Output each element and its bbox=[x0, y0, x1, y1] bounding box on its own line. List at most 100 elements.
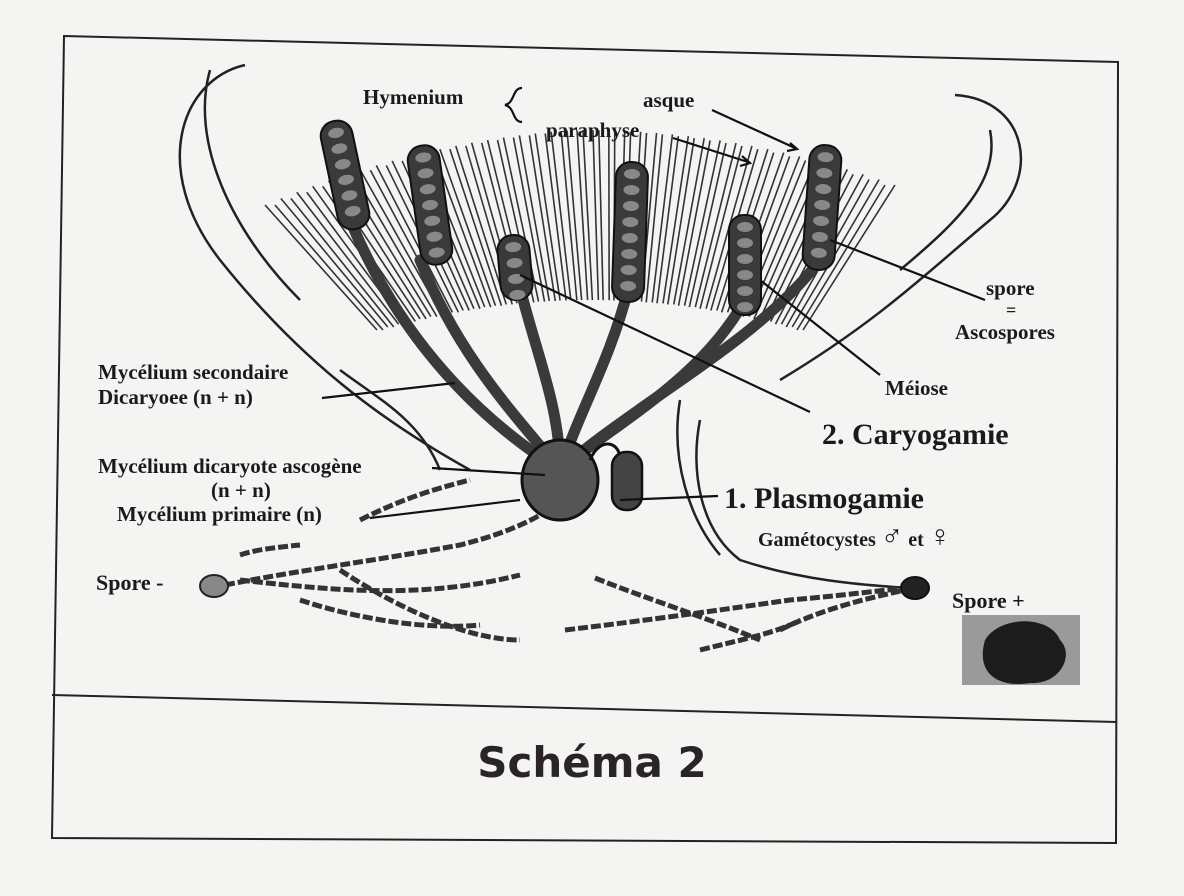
paraphysis bbox=[264, 204, 378, 331]
paraphysis bbox=[534, 133, 561, 301]
male-symbol-icon: ♂ bbox=[880, 520, 904, 553]
label-meiose: Méiose bbox=[885, 376, 948, 400]
paraphysis bbox=[566, 130, 583, 301]
label-equals: = bbox=[1006, 300, 1017, 320]
gametocystes-text: Gamétocystes bbox=[758, 529, 876, 551]
ascospore bbox=[428, 247, 445, 258]
label-spore-plus: Spore + bbox=[952, 588, 1025, 613]
label-ascogene-ploidy: (n + n) bbox=[211, 478, 271, 502]
paraphysis bbox=[439, 148, 497, 306]
primary-mycelium bbox=[224, 477, 911, 653]
female-symbol-icon: ♀ bbox=[928, 520, 952, 553]
paraphysis bbox=[518, 135, 551, 302]
paraphysis bbox=[449, 148, 503, 306]
ascospore bbox=[344, 206, 361, 217]
paraphysis bbox=[677, 140, 711, 306]
paraphysis bbox=[683, 140, 721, 306]
ascospore bbox=[509, 289, 526, 300]
ascospore bbox=[422, 199, 438, 211]
ascospore bbox=[419, 184, 436, 195]
paraphysis bbox=[512, 137, 546, 302]
ascospore bbox=[334, 159, 351, 170]
ascospore bbox=[341, 190, 358, 201]
gametocysts bbox=[520, 438, 644, 522]
label-plasmogamie: 1. Plasmogamie bbox=[724, 482, 924, 515]
ascospore bbox=[417, 168, 434, 179]
ascospore bbox=[817, 152, 834, 163]
paraphysis bbox=[672, 137, 706, 305]
paraphysis bbox=[296, 191, 400, 325]
paraphysis bbox=[528, 135, 557, 302]
ascospore bbox=[816, 168, 833, 179]
asci bbox=[319, 119, 843, 316]
hymenium-brace bbox=[504, 86, 523, 124]
ascus bbox=[728, 214, 762, 316]
ascospore bbox=[815, 184, 832, 195]
paraphysis bbox=[592, 130, 600, 301]
spore-photo bbox=[962, 615, 1080, 685]
spore-minus-shape bbox=[199, 574, 229, 598]
paraphysis bbox=[375, 165, 454, 313]
paraphysis bbox=[666, 138, 696, 305]
paraphysis bbox=[560, 131, 578, 301]
ascospore bbox=[505, 242, 522, 253]
paraphysis bbox=[656, 136, 680, 304]
paraphysis bbox=[802, 184, 896, 331]
ascus bbox=[611, 160, 649, 304]
ascospore bbox=[737, 302, 753, 312]
paraphysis bbox=[274, 204, 384, 331]
ascospore bbox=[338, 174, 354, 186]
label-mycelium-primaire: Mycélium primaire (n) bbox=[117, 502, 322, 526]
ascogenous-hyphae bbox=[344, 214, 826, 476]
paraphysis bbox=[598, 130, 604, 301]
paraphysis bbox=[550, 131, 572, 301]
ascospore bbox=[331, 143, 348, 154]
paraphysis bbox=[688, 142, 727, 308]
ascospore bbox=[622, 217, 639, 228]
ascospore bbox=[621, 248, 638, 259]
label-spore: spore bbox=[986, 276, 1035, 300]
ascogonium bbox=[520, 438, 600, 522]
ascospore bbox=[737, 286, 753, 296]
ascospore bbox=[814, 199, 831, 211]
ascospore bbox=[737, 222, 753, 232]
ascospore bbox=[620, 280, 637, 291]
ascospore bbox=[737, 238, 753, 248]
paraphysis bbox=[796, 184, 886, 331]
paraphysis bbox=[645, 134, 664, 303]
ascospore bbox=[622, 201, 639, 212]
frame bbox=[50, 34, 1120, 845]
paraphysis bbox=[544, 133, 567, 301]
caption-divider bbox=[51, 694, 1118, 723]
label-dicaryoee: Dicaryoee (n + n) bbox=[98, 385, 253, 409]
paraphysis bbox=[280, 197, 389, 328]
label-paraphyse: paraphyse bbox=[546, 118, 640, 142]
label-caryogamie: 2. Caryogamie bbox=[822, 418, 1009, 451]
ascospore bbox=[621, 232, 638, 244]
ascospore bbox=[508, 273, 524, 284]
apothecium-cup bbox=[178, 63, 1023, 590]
ascospore bbox=[328, 127, 344, 139]
ascospore bbox=[620, 264, 637, 275]
paraphysis bbox=[576, 130, 589, 301]
ascospore bbox=[810, 247, 827, 258]
paraphysis bbox=[502, 137, 540, 302]
ascospore bbox=[415, 152, 432, 163]
label-mycelium-ascogene: Mycélium dicaryote ascogène bbox=[98, 454, 362, 478]
ascospore bbox=[623, 185, 640, 196]
spore-plus-shape bbox=[900, 576, 930, 600]
paraphysis bbox=[662, 135, 690, 304]
ascospore bbox=[424, 215, 441, 226]
ascospore bbox=[811, 231, 828, 242]
ascospore bbox=[737, 270, 753, 280]
label-spore-minus: Spore - bbox=[96, 570, 164, 595]
leader-lines bbox=[321, 86, 986, 520]
ascospore bbox=[506, 257, 523, 269]
label-gametocystes: Gamétocystes ♂ et ♀ bbox=[758, 522, 951, 552]
paraphysis bbox=[353, 174, 438, 317]
label-mycelium-secondaire: Mycélium secondaire bbox=[98, 360, 289, 384]
paraphysis bbox=[651, 134, 674, 303]
antheridium bbox=[610, 450, 644, 512]
label-ascospores: Ascospores bbox=[955, 320, 1055, 344]
